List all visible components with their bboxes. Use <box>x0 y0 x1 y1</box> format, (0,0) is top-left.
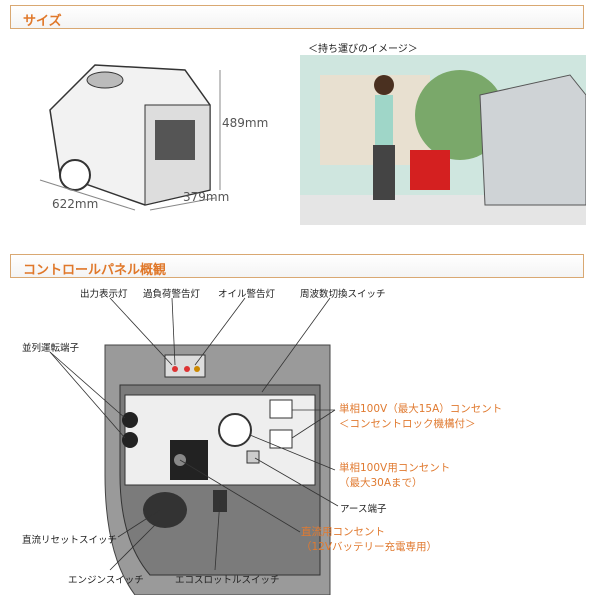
label-dc-reset: 直流リセットスイッチ <box>22 535 118 546</box>
control-panel-illustration <box>104 344 331 595</box>
label-oil-lamp: オイル警告灯 <box>218 289 276 300</box>
outlet-30a-line2: （最大30Aまで） <box>339 477 423 489</box>
outlet-15a-line2: ＜コンセントロック機構付＞ <box>339 418 476 430</box>
label-earth: アース端子 <box>340 504 387 515</box>
length-dimension: 622mm <box>52 197 99 211</box>
label-freq-switch: 周波数切換スイッチ <box>300 289 386 300</box>
dc-outlet-line2: （12Vバッテリー充電専用） <box>301 541 438 553</box>
width-dimension: 379mm <box>183 190 230 204</box>
carry-image <box>300 55 586 225</box>
label-output-lamp: 出力表示灯 <box>80 289 128 300</box>
panel-title: コントロールパネル概観 <box>23 263 167 278</box>
size-title: サイズ <box>23 14 62 29</box>
label-engine-switch: エンジンスイッチ <box>68 575 144 586</box>
dc-outlet-line1: 直流用コンセント <box>301 526 385 538</box>
label-overload-lamp: 過負荷警告灯 <box>143 289 201 300</box>
carry-caption: ＜持ち運びのイメージ＞ <box>308 44 418 55</box>
panel-header: コントロールパネル概観 <box>10 254 584 278</box>
height-dimension: 489mm <box>222 116 269 130</box>
label-parallel-terminal: 並列運転端子 <box>22 343 80 354</box>
label-outlet-15a: 単相100V（最大15A）コンセント ＜コンセントロック機構付＞ <box>339 402 502 432</box>
outlet-30a-line1: 単相100V用コンセント <box>339 462 451 474</box>
label-outlet-30a: 単相100V用コンセント （最大30Aまで） <box>339 461 450 491</box>
generator-illustration <box>39 64 221 211</box>
outlet-15a-line1: 単相100V（最大15A）コンセント <box>339 403 503 415</box>
label-eco-switch: エコスロットルスイッチ <box>175 575 280 586</box>
label-dc-outlet: 直流用コンセント （12Vバッテリー充電専用） <box>301 525 437 555</box>
size-header: サイズ <box>10 5 584 29</box>
